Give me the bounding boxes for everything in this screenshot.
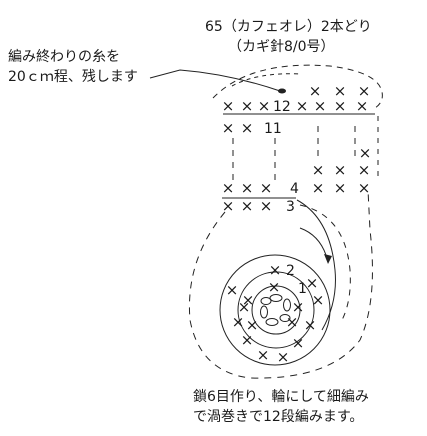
single-crochet-stitch: × <box>222 119 235 137</box>
single-crochet-stitch: × <box>334 179 347 197</box>
yarn-end-leader-line <box>149 69 281 92</box>
single-crochet-stitch: × <box>222 197 235 215</box>
yarn-title-line1: 65（カフェオレ）2本どり <box>205 19 372 35</box>
single-crochet-stitch: × <box>269 261 282 279</box>
single-crochet-stitch: × <box>241 97 254 115</box>
single-crochet-stitch: × <box>312 291 325 309</box>
row-label-11: 11 <box>264 121 282 137</box>
row-label-4: 4 <box>290 181 299 197</box>
single-crochet-stitch: × <box>226 281 239 299</box>
single-crochet-stitch: × <box>246 316 259 334</box>
single-crochet-stitch: × <box>309 82 322 100</box>
single-crochet-stitch: × <box>296 97 309 115</box>
yarn-end-dot <box>278 88 286 94</box>
turn-arrow <box>299 227 329 263</box>
single-crochet-stitch: × <box>277 348 290 366</box>
turn-arrow-head <box>324 254 332 264</box>
single-crochet-stitch: × <box>238 298 251 316</box>
end-note-line2: 20ｃｍ程、残します <box>8 69 138 85</box>
stitch-symbols: ××××××××××××××××××××××××××××××××××××××××… <box>222 82 372 366</box>
single-crochet-stitch: × <box>286 313 299 331</box>
single-crochet-stitch: × <box>258 97 271 115</box>
single-crochet-stitch: × <box>334 82 347 100</box>
single-crochet-stitch: × <box>260 179 273 197</box>
single-crochet-stitch: × <box>268 278 281 296</box>
single-crochet-stitch: × <box>359 144 372 162</box>
ring-inner <box>251 285 301 335</box>
single-crochet-stitch: × <box>241 197 254 215</box>
row-label-1: 1 <box>298 281 307 297</box>
top-outline <box>212 64 383 109</box>
single-crochet-stitch: × <box>358 179 371 197</box>
instruction-line1: 鎖6目作り、輪にして細編み <box>193 389 369 405</box>
outer-body-outline <box>188 189 373 379</box>
single-crochet-stitch: × <box>242 291 255 309</box>
chain-ring <box>260 294 291 326</box>
single-crochet-stitch: × <box>292 298 305 316</box>
row-label-3: 3 <box>286 199 295 215</box>
single-crochet-stitch: × <box>241 331 254 349</box>
row-label-12: 12 <box>273 99 291 115</box>
single-crochet-stitch: × <box>260 197 273 215</box>
single-crochet-stitch: × <box>292 334 305 352</box>
single-crochet-stitch: × <box>304 316 317 334</box>
end-note-line1: 編み終わりの糸を <box>8 49 120 65</box>
single-crochet-stitch: × <box>312 179 325 197</box>
ring-middle <box>237 271 315 349</box>
single-crochet-stitch: × <box>334 161 347 179</box>
single-crochet-stitch: × <box>232 313 245 331</box>
single-crochet-stitch: × <box>222 179 235 197</box>
inner-body-outline <box>299 204 351 321</box>
single-crochet-stitch: × <box>222 97 235 115</box>
single-crochet-stitch: × <box>334 97 347 115</box>
single-crochet-stitch: × <box>241 119 254 137</box>
yarn-title-line2: （カギ針8/0号） <box>228 39 335 55</box>
single-crochet-stitch: × <box>241 179 254 197</box>
single-crochet-stitch: × <box>314 97 327 115</box>
single-crochet-stitch: × <box>358 161 371 179</box>
single-crochet-stitch: × <box>356 97 369 115</box>
ring-outer <box>219 254 331 366</box>
single-crochet-stitch: × <box>358 82 371 100</box>
single-crochet-stitch: × <box>312 161 325 179</box>
instruction-line2: で渦巻きで12段編みます。 <box>193 409 364 425</box>
single-crochet-stitch: × <box>306 274 319 292</box>
row-label-2: 2 <box>286 263 295 279</box>
single-crochet-stitch: × <box>257 346 270 364</box>
